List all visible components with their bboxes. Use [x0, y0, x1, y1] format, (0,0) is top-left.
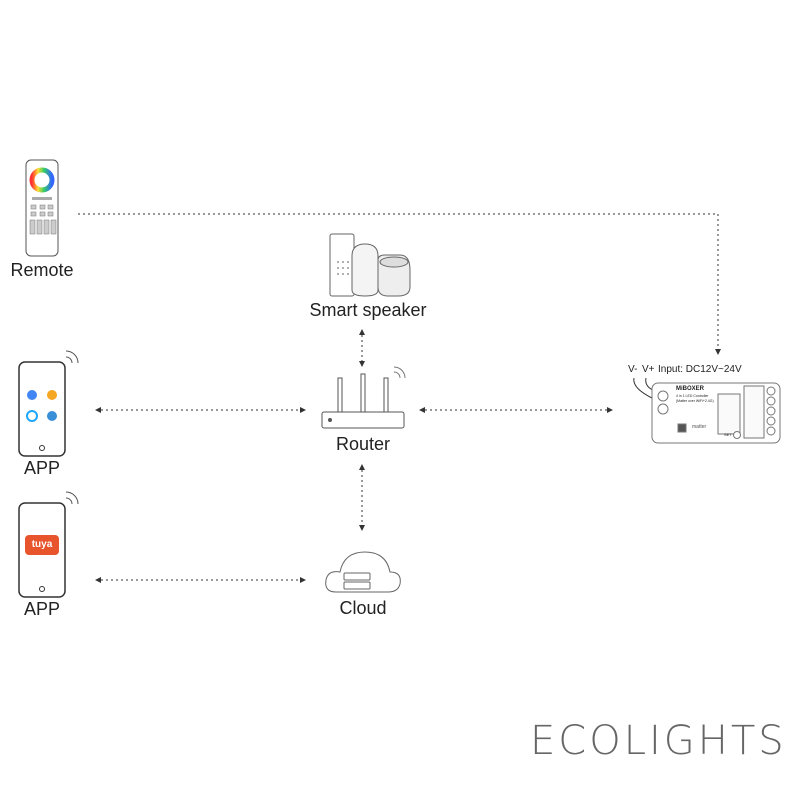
controller-v-minus: V-: [628, 364, 638, 375]
controller-brand: MiBOXER: [676, 386, 705, 392]
controller-set: SET: [724, 432, 732, 437]
router-label: Router: [335, 434, 391, 454]
controller-v-plus: V+: [642, 364, 655, 375]
phone-app2-icon: [18, 491, 79, 598]
controller-subtitle: (Matter over WiFi+2.4G): [676, 399, 714, 403]
smart-speaker-icon: [329, 233, 411, 297]
smart-speaker-label: Smart speaker: [309, 300, 427, 320]
cloud-label: Cloud: [339, 598, 387, 618]
controller-matter: matter: [692, 424, 707, 430]
app1-label: APP: [23, 458, 61, 478]
tuya-badge: tuya: [31, 539, 53, 550]
controller-icon: [633, 377, 781, 444]
controller-model: 4 in 1 LED Controller: [676, 394, 709, 398]
app2-label: APP: [23, 599, 61, 619]
router-icon: [321, 366, 406, 429]
cloud-icon: [325, 551, 401, 593]
remote-label: Remote: [10, 260, 74, 280]
remote-to-controller-line: [78, 213, 721, 355]
remote-icon: [25, 159, 59, 257]
ecolights-watermark: ECOLIGHTS: [530, 718, 787, 764]
phone-app1-icon: [18, 350, 79, 457]
controller-input-label: Input: DC12V~24V: [658, 364, 742, 375]
